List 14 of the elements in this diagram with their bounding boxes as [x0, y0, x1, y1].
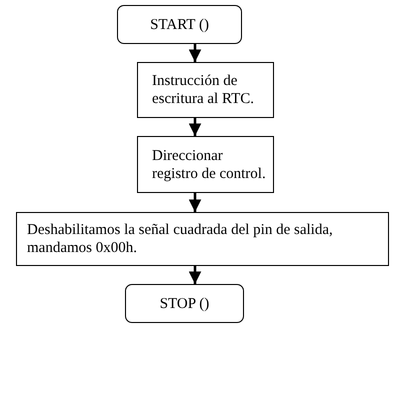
arrow — [188, 44, 202, 62]
node-text: START () — [150, 16, 209, 34]
node-text: Instrucción de escritura al RTC. — [152, 72, 255, 108]
terminal-box — [117, 5, 242, 44]
node-text: STOP () — [160, 294, 210, 312]
arrow — [188, 266, 202, 284]
process-box — [16, 212, 389, 266]
arrow — [188, 118, 202, 136]
arrow — [188, 193, 202, 212]
node-text: Deshabilitamos la señal cuadrada del pin de salida, mandamos 0x00h. — [27, 221, 334, 257]
process-box — [137, 136, 274, 193]
terminal-box — [125, 284, 244, 323]
node-text: Direccionar registro de control. — [152, 146, 267, 182]
process-box — [137, 62, 274, 118]
